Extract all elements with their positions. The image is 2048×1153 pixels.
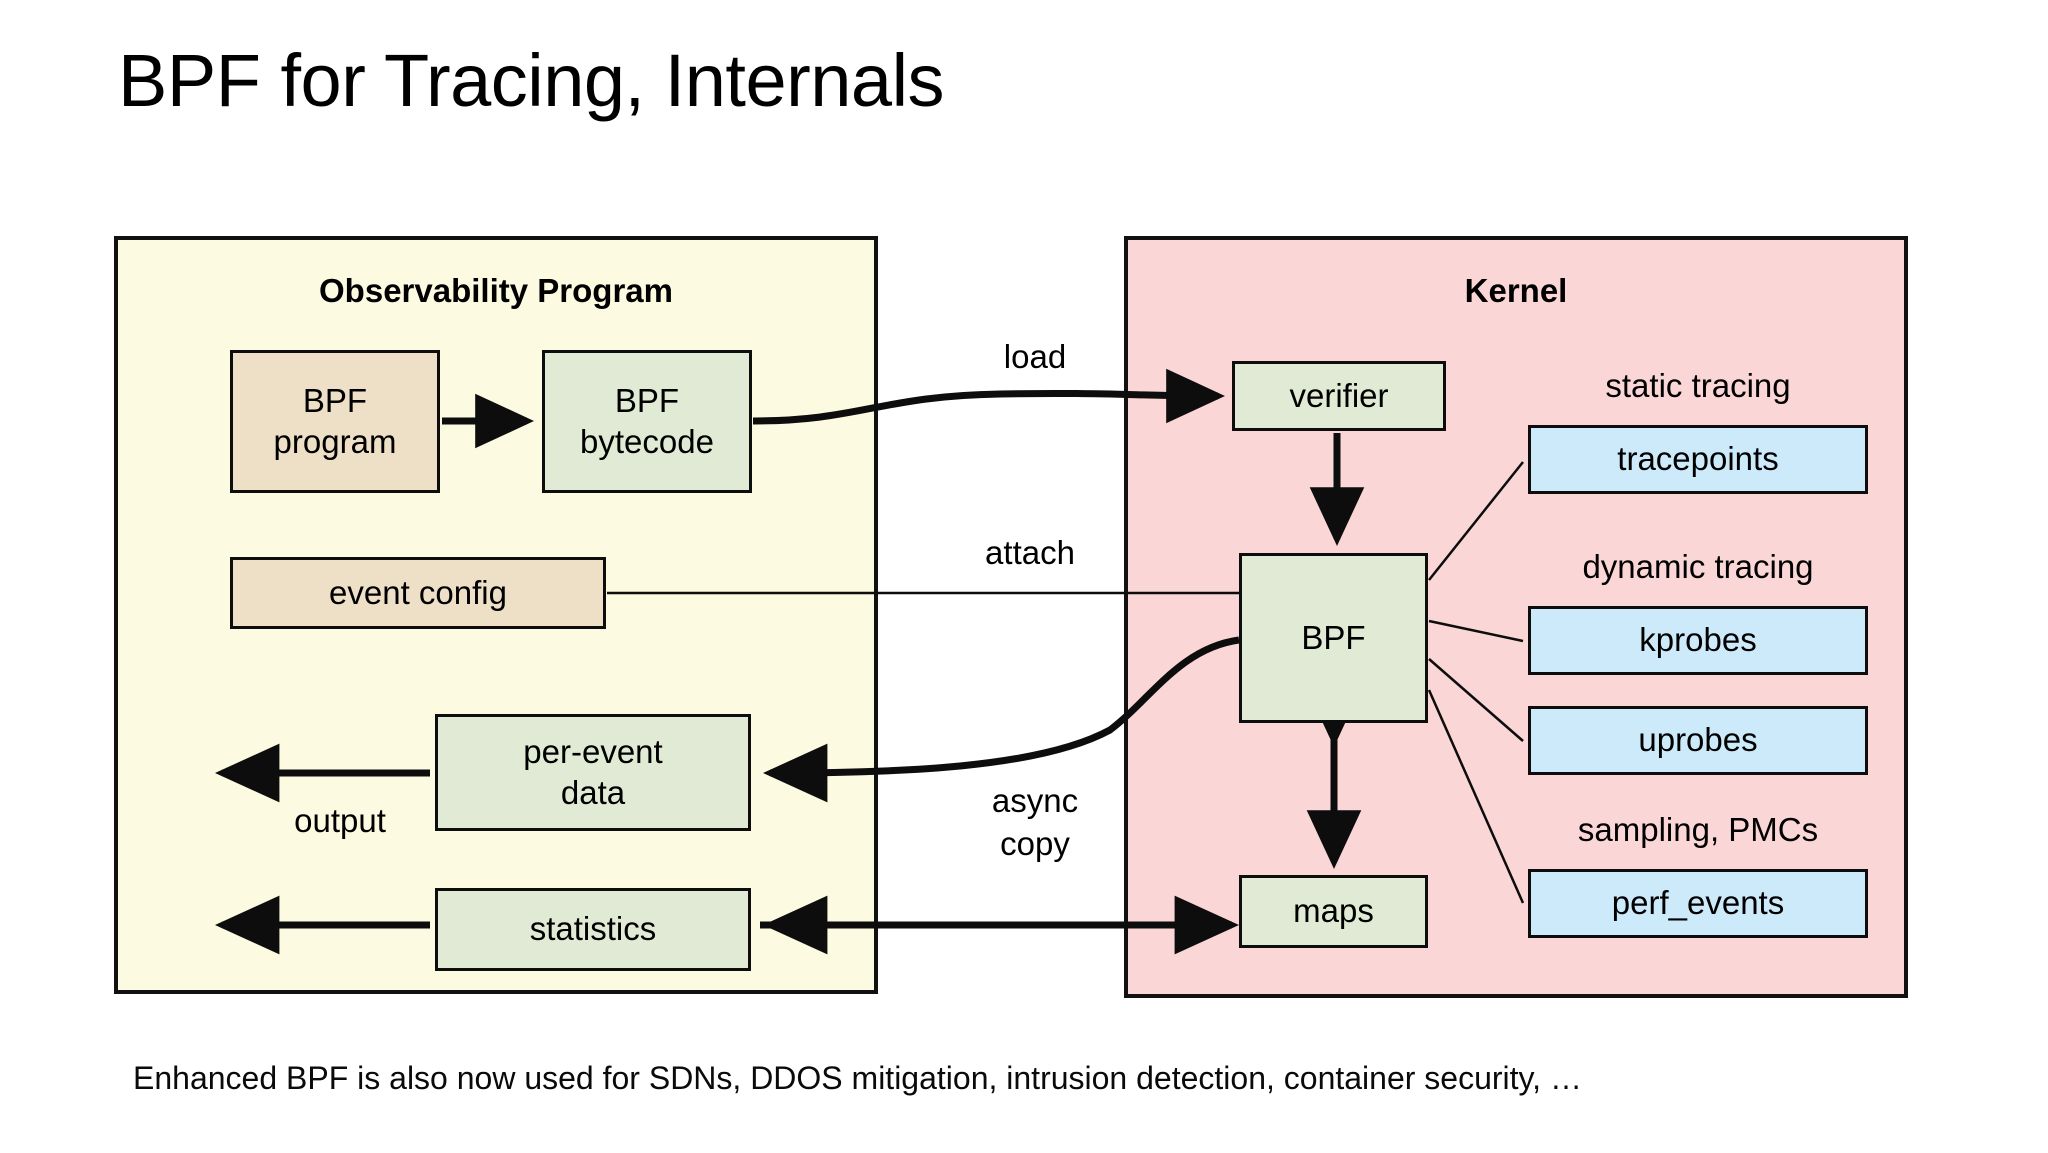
label-sampling-pmcs: sampling, PMCs bbox=[1577, 811, 1819, 848]
node-perf-events[interactable]: perf_events bbox=[1528, 869, 1868, 938]
node-kprobes[interactable]: kprobes bbox=[1528, 606, 1868, 675]
footnote-text: Enhanced BPF is also now used for SDNs, … bbox=[133, 1060, 1582, 1096]
label-output: output bbox=[294, 802, 386, 839]
node-bpf-program[interactable]: BPF program bbox=[230, 350, 440, 493]
label-attach: attach bbox=[985, 534, 1075, 571]
node-maps[interactable]: maps bbox=[1239, 875, 1428, 948]
page-title: BPF for Tracing, Internals bbox=[118, 39, 945, 122]
label-async-copy: async copy bbox=[991, 782, 1079, 862]
node-event-config[interactable]: event config bbox=[230, 557, 606, 629]
label-dynamic-tracing: dynamic tracing bbox=[1582, 548, 1814, 585]
label-static-tracing: static tracing bbox=[1605, 367, 1791, 404]
node-bpf-bytecode[interactable]: BPF bytecode bbox=[542, 350, 752, 493]
node-statistics[interactable]: statistics bbox=[435, 888, 751, 971]
kernel-title: Kernel bbox=[1464, 272, 1568, 309]
label-load: load bbox=[1003, 338, 1067, 375]
node-bpf[interactable]: BPF bbox=[1239, 553, 1428, 723]
node-per-event-data[interactable]: per-event data bbox=[435, 714, 751, 831]
node-uprobes[interactable]: uprobes bbox=[1528, 706, 1868, 775]
node-tracepoints[interactable]: tracepoints bbox=[1528, 425, 1868, 494]
observability-program-title: Observability Program bbox=[319, 272, 673, 309]
node-verifier[interactable]: verifier bbox=[1232, 361, 1446, 431]
